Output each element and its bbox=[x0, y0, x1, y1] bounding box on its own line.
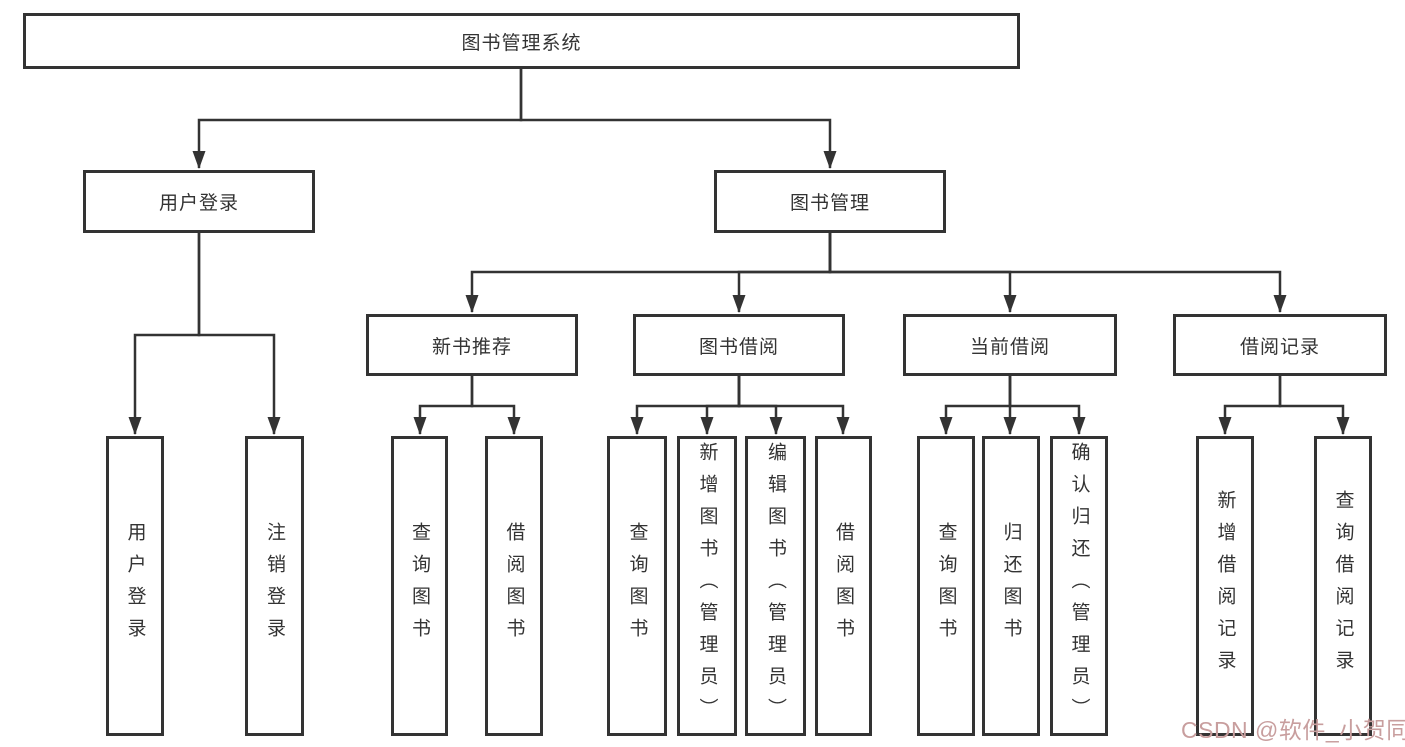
node-label: 图书管理 bbox=[789, 193, 870, 214]
node-label: 用户登录 bbox=[124, 522, 146, 650]
node-label: 图书借阅 bbox=[698, 336, 779, 358]
node-user-login: 用户登录 bbox=[83, 170, 315, 233]
node-label: 用户登录 bbox=[158, 193, 239, 214]
node-label: 查询图书 bbox=[935, 522, 957, 650]
node-book-management: 图书管理 bbox=[714, 170, 946, 233]
node-book-borrow: 图书借阅 bbox=[633, 314, 845, 376]
leaf-query-books-2: 查询图书 bbox=[607, 436, 667, 736]
node-borrow-records: 借阅记录 bbox=[1173, 314, 1387, 376]
leaf-query-books-3: 查询图书 bbox=[917, 436, 975, 736]
connector-bookborrow-leaf4 bbox=[737, 376, 850, 435]
node-label: 当前借阅 bbox=[969, 336, 1050, 358]
node-new-book-recommend: 新书推荐 bbox=[366, 314, 578, 376]
leaf-confirm-return-admin: 确认归还（管理员） bbox=[1050, 436, 1108, 736]
node-label: 查询图书 bbox=[409, 522, 430, 650]
node-label: 借阅记录 bbox=[1239, 336, 1320, 358]
node-label: 查询图书 bbox=[626, 522, 648, 650]
leaf-borrow-books-1: 借阅图书 bbox=[485, 436, 543, 736]
csdn-watermark: CSDN @软件_小贺同学 bbox=[1181, 717, 1405, 743]
node-label: 注销登录 bbox=[264, 522, 285, 650]
connector-root-to-user-login bbox=[192, 69, 523, 169]
connector-borrowrecords-leaf1 bbox=[1218, 376, 1282, 435]
node-label: 借阅图书 bbox=[503, 522, 525, 650]
node-label: 查询借阅记录 bbox=[1332, 490, 1354, 682]
leaf-add-books-admin: 新增图书（管理员） bbox=[677, 436, 737, 736]
node-label: 新增图书（管理员） bbox=[696, 442, 718, 730]
node-current-borrow: 当前借阅 bbox=[903, 314, 1117, 376]
connector-bookborrow-leaf3 bbox=[737, 376, 783, 435]
leaf-return-books: 归还图书 bbox=[982, 436, 1040, 736]
leaf-user-login: 用户登录 bbox=[106, 436, 164, 736]
node-label: 图书管理系统 bbox=[461, 32, 582, 54]
leaf-query-books-1: 查询图书 bbox=[391, 436, 448, 736]
node-label: 新增借阅记录 bbox=[1214, 490, 1236, 682]
connector-bookborrow-leaf2 bbox=[700, 376, 741, 435]
leaf-borrow-books-2: 借阅图书 bbox=[815, 436, 872, 736]
connector-borrowrecords-leaf2 bbox=[1278, 376, 1350, 435]
connector-bookmgmt-to-newbookrec bbox=[465, 233, 832, 313]
connector-root-to-book-mgmt bbox=[519, 69, 837, 169]
connector-bookborrow-leaf1 bbox=[630, 376, 741, 435]
node-label: 借阅图书 bbox=[833, 522, 854, 650]
connector-currentborrow-leaf3 bbox=[1008, 376, 1086, 435]
node-label: 编辑图书（管理员） bbox=[765, 442, 786, 730]
leaf-query-borrow-record: 查询借阅记录 bbox=[1314, 436, 1372, 736]
leaf-add-borrow-record: 新增借阅记录 bbox=[1196, 436, 1254, 736]
node-label: 确认归还（管理员） bbox=[1068, 442, 1090, 730]
connector-bookmgmt-to-bookborrow bbox=[732, 233, 832, 313]
node-label: 新书推荐 bbox=[431, 336, 512, 358]
connector-bookmgmt-to-currentborrow bbox=[828, 233, 1017, 313]
node-root-library-system: 图书管理系统 bbox=[23, 13, 1020, 69]
connector-userlogin-to-leaf-logout bbox=[197, 233, 281, 435]
connector-userlogin-to-leaf-login bbox=[128, 233, 201, 435]
node-label: 归还图书 bbox=[1000, 522, 1022, 650]
connector-currentborrow-leaf1 bbox=[939, 376, 1012, 435]
connector-bookmgmt-to-borrowrecords bbox=[828, 233, 1287, 313]
leaf-edit-books-admin: 编辑图书（管理员） bbox=[745, 436, 806, 736]
connector-newbookrec-leaf2 bbox=[470, 376, 521, 435]
leaf-logout: 注销登录 bbox=[245, 436, 304, 736]
connector-newbookrec-leaf1 bbox=[413, 376, 474, 435]
